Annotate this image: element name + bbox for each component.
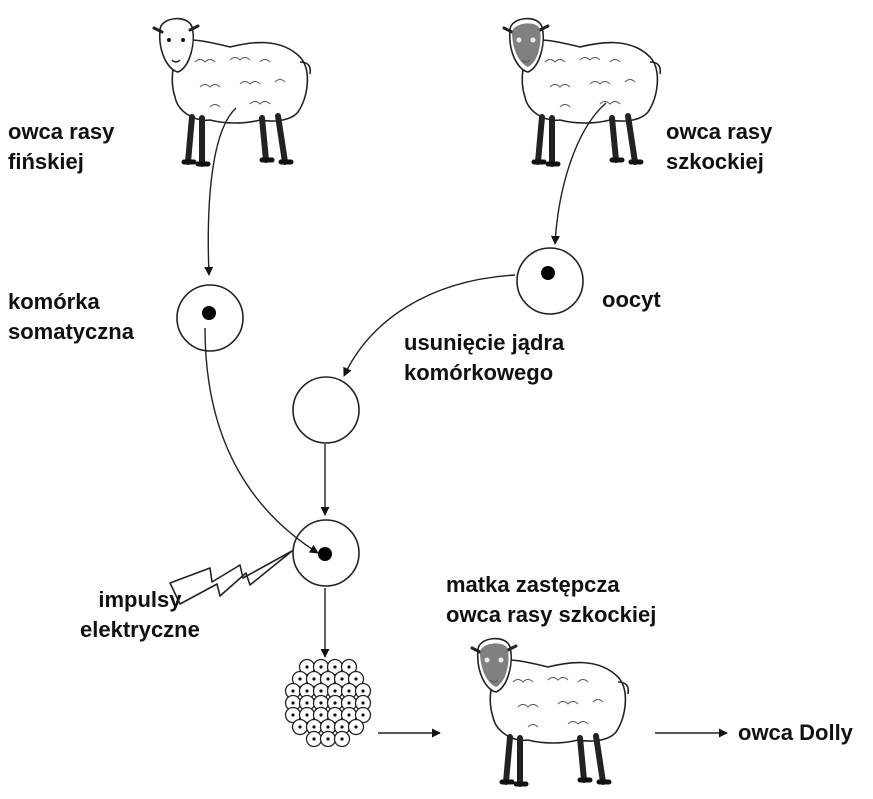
embryo-cell-nucleus [298, 677, 301, 680]
embryo-cell-nucleus [291, 689, 294, 692]
embryo-cell-nucleus [312, 677, 315, 680]
embryo-cell-nucleus [326, 737, 329, 740]
embryo-cell-nucleus [340, 677, 343, 680]
label-oocyte: oocyt [602, 285, 661, 315]
embryo-cell-nucleus [319, 689, 322, 692]
embryo-cell-nucleus [312, 737, 315, 740]
enucleated-oocyte [293, 377, 359, 443]
label-dolly: owca Dolly [738, 718, 853, 748]
arrow-scottish-to-oocyte [555, 103, 606, 244]
embryo-cell-nucleus [361, 713, 364, 716]
embryo-cell-nucleus [298, 725, 301, 728]
embryo-cell-nucleus [333, 665, 336, 668]
embryo-cell-nucleus [291, 701, 294, 704]
embryo-cell-nucleus [340, 725, 343, 728]
embryo-cell-nucleus [326, 677, 329, 680]
embryo-cell-nucleus [347, 665, 350, 668]
embryo-cell-nucleus [319, 701, 322, 704]
embryo-cell-nucleus [354, 725, 357, 728]
embryo-cell-nucleus [305, 665, 308, 668]
somatic-cell [177, 285, 243, 351]
embryo-cell-nucleus [347, 689, 350, 692]
embryo-cell-nucleus [305, 689, 308, 692]
arrow-somatic-to-fused [205, 328, 318, 553]
embryo-cell-nucleus [312, 725, 315, 728]
fused-cell [293, 520, 359, 586]
embryo-cell-nucleus [354, 677, 357, 680]
embryo-cell-nucleus [291, 713, 294, 716]
embryo-cell-nucleus [305, 701, 308, 704]
embryo-cell-nucleus [347, 701, 350, 704]
embryo-cell-nucleus [326, 725, 329, 728]
scottish-sheep-image [504, 19, 660, 164]
arrow-finnish-to-somatic [208, 108, 236, 275]
embryo-cluster [286, 660, 371, 747]
embryo-cell-nucleus [333, 689, 336, 692]
embryo-cell-nucleus [319, 665, 322, 668]
embryo-cell-nucleus [361, 689, 364, 692]
embryo-cell-nucleus [361, 701, 364, 704]
finnish-sheep-image [154, 19, 310, 164]
embryo-cell-nucleus [333, 713, 336, 716]
embryo-cell-nucleus [305, 713, 308, 716]
embryo-cell-nucleus [340, 737, 343, 740]
embryo-cell-nucleus [347, 713, 350, 716]
oocyte-cell [517, 248, 583, 314]
surrogate-sheep-image [472, 639, 628, 784]
embryo-cell-nucleus [319, 713, 322, 716]
embryo-cell-nucleus [333, 701, 336, 704]
